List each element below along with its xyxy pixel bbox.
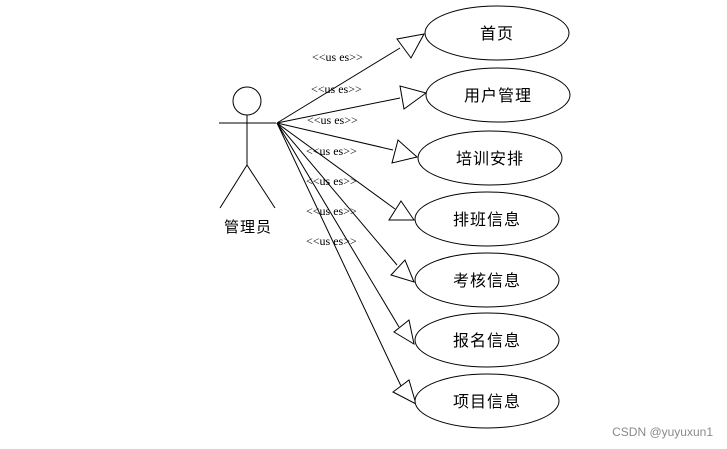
use-case-ellipse	[414, 373, 560, 429]
association-4	[276, 122, 415, 221]
use-case-training-schedule: 培训安排	[417, 130, 563, 186]
use-case-project-info: 项目信息	[414, 373, 560, 429]
actor-left-leg	[219, 164, 248, 209]
association-arrowhead	[388, 200, 415, 221]
use-case-assessment-info: 考核信息	[414, 252, 560, 308]
use-case-label: 考核信息	[453, 271, 521, 290]
use-case-shift-info: 排班信息	[414, 191, 560, 247]
association-arrowhead	[396, 33, 425, 59]
association-arrowhead	[393, 319, 415, 346]
association-2	[276, 85, 428, 124]
use-case-ellipse	[414, 191, 560, 247]
association-3	[276, 122, 419, 164]
use-case-ellipse	[414, 252, 560, 308]
association-line	[276, 122, 398, 266]
use-case-label: 排班信息	[453, 210, 521, 229]
association-7	[276, 122, 417, 405]
use-case-ellipse	[424, 5, 570, 61]
association-line	[276, 97, 401, 124]
association-1	[276, 33, 425, 124]
use-case-label: 项目信息	[453, 392, 521, 411]
stereotype-label: <<us es>>	[306, 204, 357, 218]
association-line	[276, 122, 396, 210]
actor-label: 管理员	[224, 218, 272, 236]
association-arrowhead	[391, 139, 419, 164]
association-arrowhead	[399, 85, 428, 110]
association-arrowhead	[390, 259, 415, 283]
use-case-home: 首页	[424, 5, 570, 61]
association-line	[276, 122, 394, 151]
use-case-label: 首页	[480, 24, 514, 43]
stereotype-label: <<us es>>	[306, 174, 357, 188]
association-line	[276, 122, 400, 328]
stereotype-label: <<us es>>	[311, 82, 362, 96]
association-6	[276, 122, 415, 346]
association-arrowhead	[392, 379, 417, 405]
use-cases: 首页 用户管理 培训安排 排班信息 考核信息 报名信息 项目信息	[414, 5, 571, 429]
actor-right-leg	[246, 164, 276, 209]
stereotype-label: <<us es>>	[306, 234, 357, 248]
use-case-registration-info: 报名信息	[414, 312, 560, 368]
use-case-label: 培训安排	[456, 149, 524, 168]
stereotype-labels: <<us es>> <<us es>> <<us es>> <<us es>> …	[306, 50, 363, 248]
use-case-ellipse	[414, 312, 560, 368]
actor: 管理员	[219, 86, 276, 236]
associations	[276, 33, 428, 405]
watermark: CSDN @yuyuxun1	[612, 425, 713, 439]
use-case-label: 用户管理	[464, 86, 532, 105]
stereotype-label: <<us es>>	[307, 113, 358, 127]
actor-head	[232, 86, 262, 116]
association-5	[276, 122, 415, 283]
use-case-ellipse	[425, 67, 571, 123]
stereotype-label: <<us es>>	[312, 50, 363, 64]
use-case-ellipse	[417, 130, 563, 186]
stereotype-label: <<us es>>	[306, 144, 357, 158]
use-case-user-management: 用户管理	[425, 67, 571, 123]
use-case-label: 报名信息	[453, 331, 521, 350]
association-line	[276, 122, 402, 387]
association-line	[276, 47, 401, 124]
